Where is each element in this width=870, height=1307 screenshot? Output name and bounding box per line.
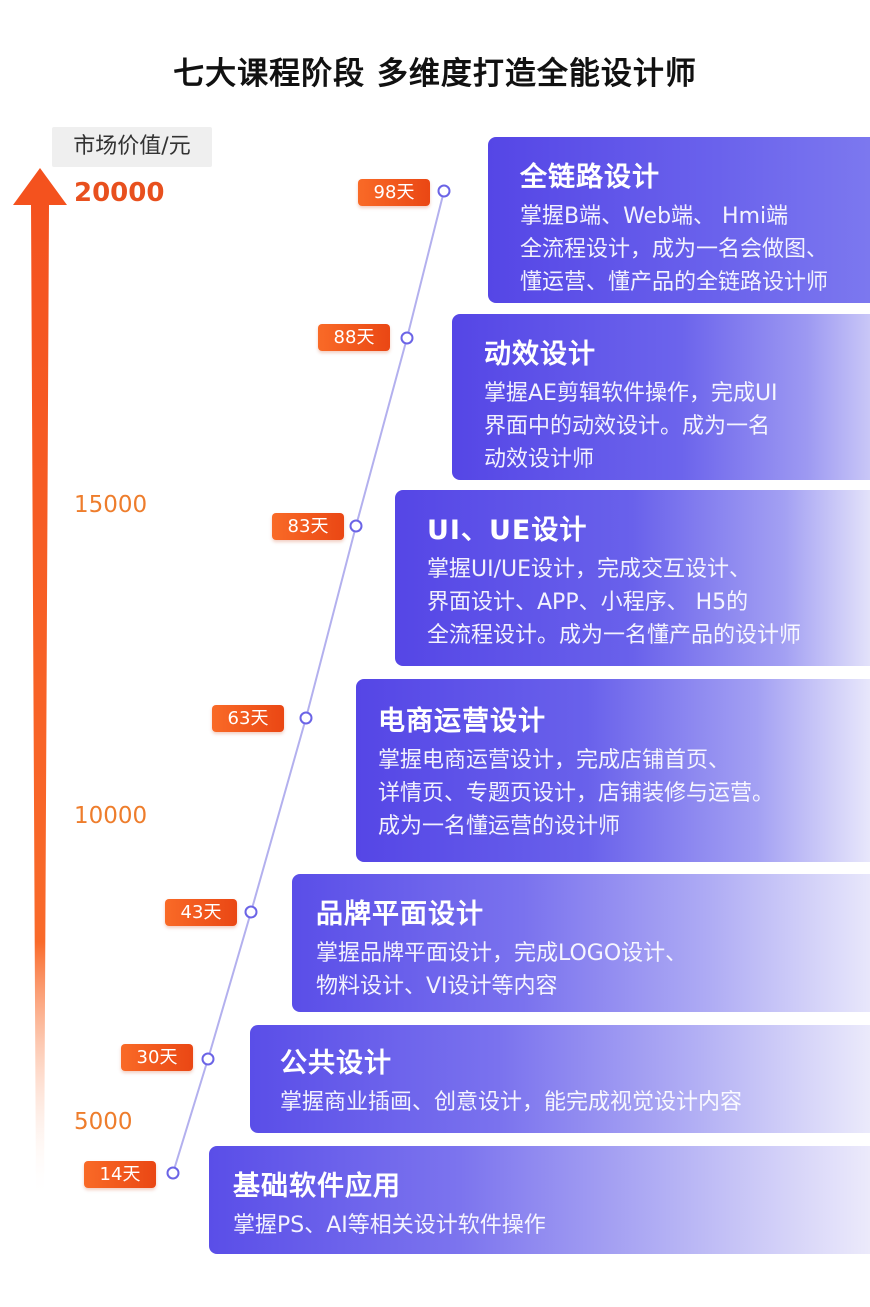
value-axis-arrow (13, 168, 67, 1200)
stage-card-ui-ue-design: UI、UE设计 掌握UI/UE设计，完成交互设计、 界面设计、APP、小程序、 … (395, 490, 870, 666)
timeline-node (201, 1052, 215, 1066)
stage-card-full-link-design: 全链路设计 掌握B端、Web端、 Hmi端 全流程设计，成为一名会做图、 懂运营… (488, 137, 870, 303)
page-title: 七大课程阶段 多维度打造全能设计师 (173, 56, 697, 92)
stage-title: UI、UE设计 (427, 515, 588, 546)
day-badge: 14天 (84, 1161, 156, 1188)
stage-title: 全链路设计 (520, 162, 660, 193)
axis-tick-20000: 20000 (74, 178, 165, 208)
axis-tick-5000: 5000 (74, 1109, 133, 1135)
timeline-node (437, 184, 451, 198)
stage-title: 电商运营设计 (378, 706, 546, 737)
day-badge: 30天 (121, 1044, 193, 1071)
stage-title: 动效设计 (484, 339, 596, 370)
stage-description: 掌握B端、Web端、 Hmi端 全流程设计，成为一名会做图、 懂运营、懂产品的全… (520, 204, 829, 295)
stage-title: 品牌平面设计 (316, 899, 484, 930)
stage-description: 掌握PS、AI等相关设计软件操作 (233, 1213, 546, 1238)
axis-tick-10000: 10000 (74, 803, 148, 829)
day-badge: 83天 (272, 513, 344, 540)
day-badge: 43天 (165, 899, 237, 926)
stage-card-ecommerce-design: 电商运营设计 掌握电商运营设计，完成店铺首页、 详情页、专题页设计，店铺装修与运… (356, 679, 870, 862)
stage-description: 掌握AE剪辑软件操作，完成UI 界面中的动效设计。成为一名 动效设计师 (484, 381, 778, 472)
axis-tick-15000: 15000 (74, 492, 148, 518)
stage-description: 掌握商业插画、创意设计，能完成视觉设计内容 (280, 1090, 743, 1115)
timeline-node (244, 905, 258, 919)
day-badge: 88天 (318, 324, 390, 351)
stage-card-brand-graphic-design: 品牌平面设计 掌握品牌平面设计，完成LOGO设计、 物料设计、VI设计等内容 (292, 874, 870, 1012)
stage-title: 基础软件应用 (233, 1171, 401, 1202)
timeline-node (299, 711, 313, 725)
timeline-node (400, 331, 414, 345)
stage-description: 掌握UI/UE设计，完成交互设计、 界面设计、APP、小程序、 H5的 全流程设… (427, 557, 802, 648)
timeline-node (349, 519, 363, 533)
stage-card-motion-design: 动效设计 掌握AE剪辑软件操作，完成UI 界面中的动效设计。成为一名 动效设计师 (452, 314, 870, 480)
timeline-node (166, 1166, 180, 1180)
stage-card-basic-software: 基础软件应用 掌握PS、AI等相关设计软件操作 (209, 1146, 870, 1254)
stage-title: 公共设计 (280, 1048, 392, 1079)
day-badge: 63天 (212, 705, 284, 732)
stage-description: 掌握电商运营设计，完成店铺首页、 详情页、专题页设计，店铺装修与运营。 成为一名… (378, 748, 775, 839)
day-badge: 98天 (358, 179, 430, 206)
axis-label: 市场价值/元 (52, 127, 212, 167)
stage-description: 掌握品牌平面设计，完成LOGO设计、 物料设计、VI设计等内容 (316, 941, 688, 999)
stage-card-public-design: 公共设计 掌握商业插画、创意设计，能完成视觉设计内容 (250, 1025, 870, 1133)
